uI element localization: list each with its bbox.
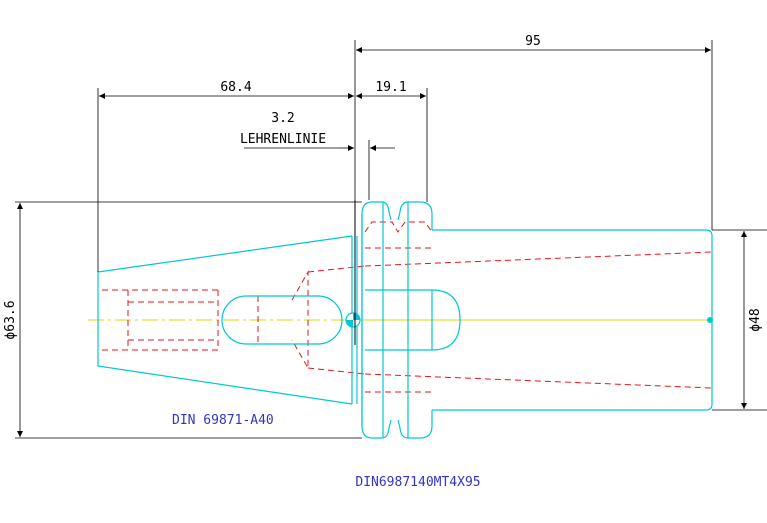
hidden-lines xyxy=(102,221,713,393)
standard-label: DIN 69871-A40 xyxy=(172,413,274,428)
dim-taper-length: 68.4 xyxy=(220,80,251,95)
gauge-line-label: LEHRENLINIE xyxy=(240,132,326,147)
dim-shank-diameter: ϕ48 xyxy=(748,308,763,331)
dimension-lines xyxy=(15,40,767,439)
dim-flange-diameter: ϕ63.6 xyxy=(3,300,18,339)
dim-gauge-offset: 3.2 xyxy=(271,111,294,126)
part-code-label: DIN6987140MT4X95 xyxy=(355,475,480,490)
dim-flange-length: 19.1 xyxy=(375,80,406,95)
part-outline xyxy=(97,201,713,439)
dim-overall-length: 95 xyxy=(525,34,541,49)
